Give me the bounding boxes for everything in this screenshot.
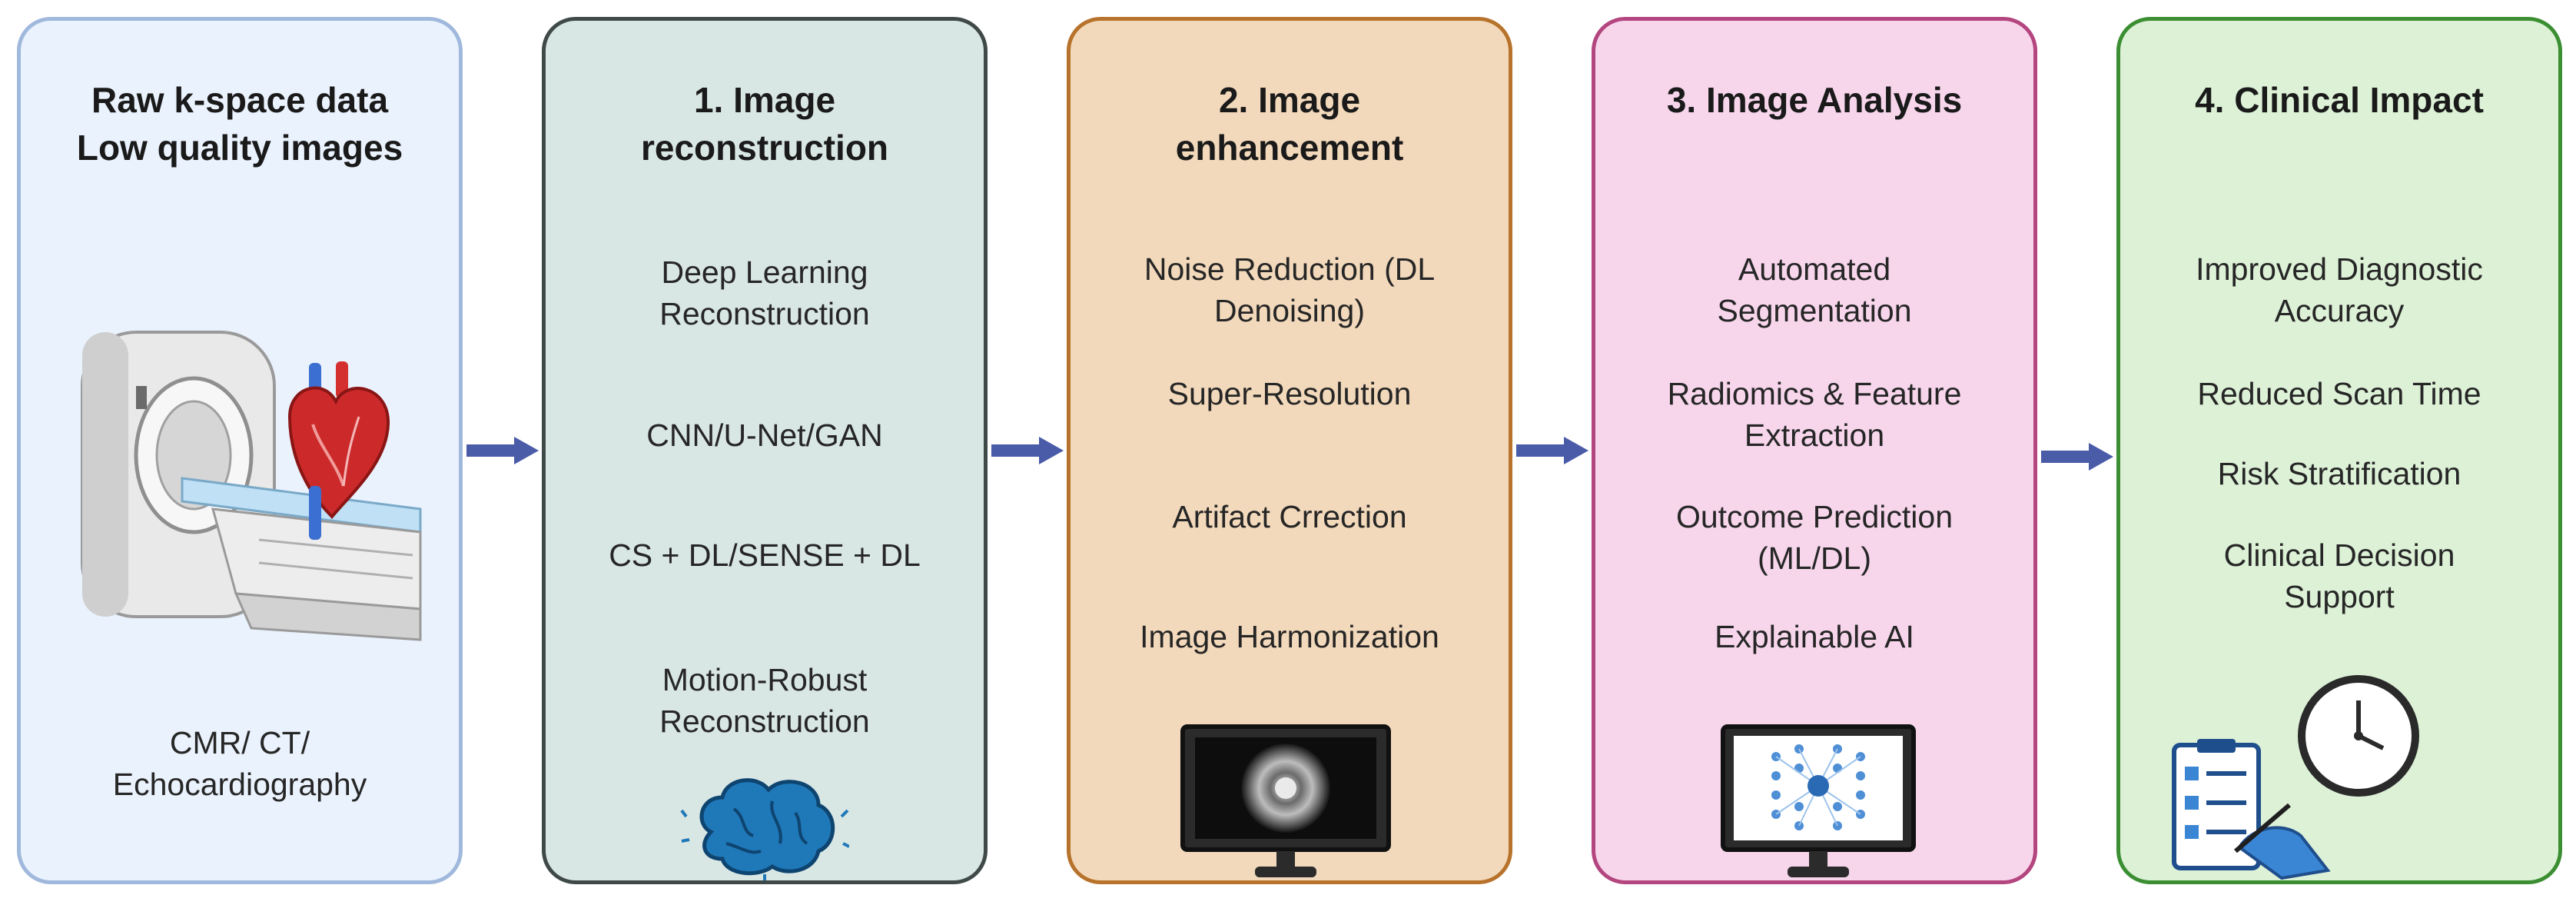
enhancement-panel: 2. Image enhancement Noise Reduction (DL… xyxy=(1067,17,1512,884)
checklist-icon xyxy=(2172,739,2331,880)
input-data-panel: Raw k-space data Low quality images CMR/… xyxy=(17,17,463,884)
panel-title: 4. Clinical Impact xyxy=(2195,80,2484,120)
list-item: Explainable AI xyxy=(1715,619,1914,654)
arrow-icon xyxy=(991,437,1064,464)
arrow-icon xyxy=(1516,437,1588,464)
heart-icon xyxy=(287,361,390,540)
neural-network-monitor-icon xyxy=(1721,724,1916,877)
arrow-icon xyxy=(2041,443,2113,471)
list-item: Motion-Robust Reconstruction xyxy=(659,662,870,739)
list-item: CNN/U-Net/GAN xyxy=(646,418,883,453)
brain-icon xyxy=(680,778,849,880)
panel-title: 3. Image Analysis xyxy=(1666,80,1963,120)
panel-title: 2. Image enhancement xyxy=(1175,80,1404,168)
modality-label: CMR/ CT/ Echocardiography xyxy=(112,725,367,802)
list-item: Risk Stratification xyxy=(2217,456,2461,491)
clock-icon xyxy=(2298,675,2419,797)
list-item: Reduced Scan Time xyxy=(2197,376,2481,411)
list-item: Clinical Decision Support xyxy=(2223,537,2455,614)
arrow-icon xyxy=(466,437,539,464)
panel-title: 1. Image reconstruction xyxy=(640,80,889,168)
list-item: Automated Segmentation xyxy=(1717,251,1912,328)
list-item: Super-Resolution xyxy=(1167,376,1412,411)
reconstruction-panel: 1. Image reconstruction Deep Learning Re… xyxy=(542,17,988,884)
list-item: Artifact Crrection xyxy=(1172,499,1407,534)
list-item: Deep Learning Reconstruction xyxy=(659,255,870,331)
list-item: Outcome Prediction (ML/DL) xyxy=(1675,499,1954,576)
list-item: Noise Reduction (DL Denoising) xyxy=(1144,251,1436,328)
list-item: Image Harmonization xyxy=(1140,619,1439,654)
list-item: CS + DL/SENSE + DL xyxy=(609,537,921,573)
ct-scanner-icon xyxy=(81,331,422,641)
clinical-impact-panel: 4. Clinical Impact Improved Diagnostic A… xyxy=(2116,17,2562,884)
denoised-monitor-icon xyxy=(1180,724,1391,877)
list-item: Improved Diagnostic Accuracy xyxy=(2196,251,2483,328)
list-item: Radiomics & Feature Extraction xyxy=(1667,376,1962,453)
analysis-panel: 3. Image Analysis Automated Segmentation… xyxy=(1592,17,2037,884)
panel-title: Raw k-space data Low quality images xyxy=(76,80,403,168)
